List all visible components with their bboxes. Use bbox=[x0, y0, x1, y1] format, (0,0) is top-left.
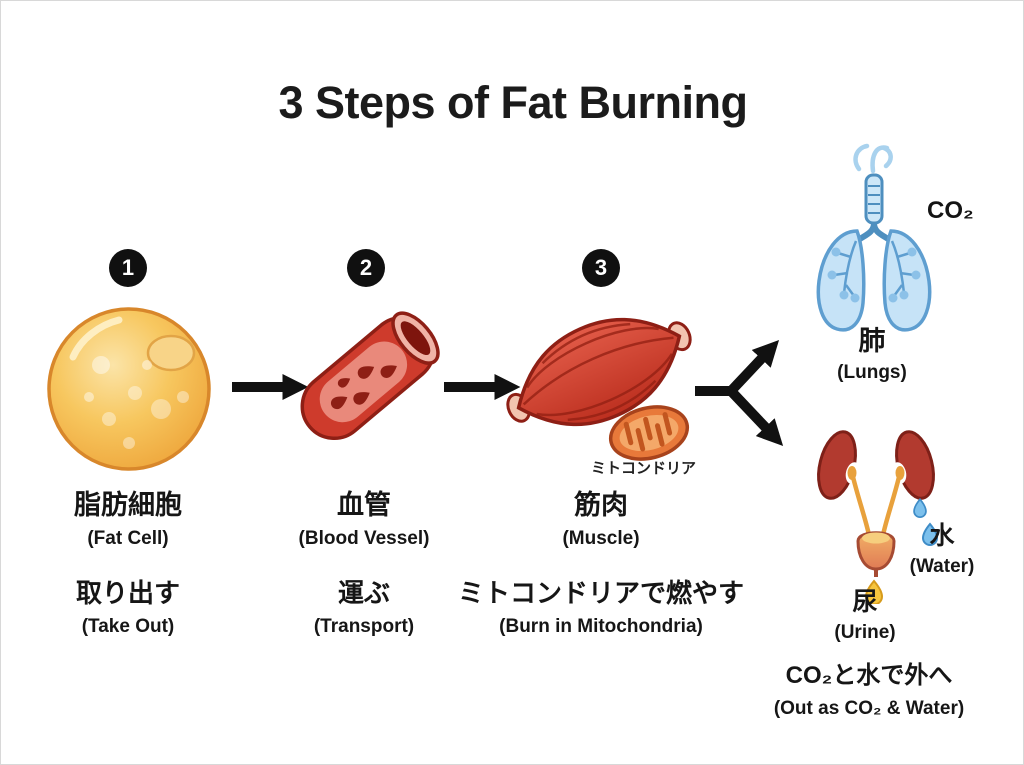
step-1-name-en: (Fat Cell) bbox=[87, 528, 169, 549]
fat-cell-illustration bbox=[43, 301, 215, 473]
water-label-en: (Water) bbox=[909, 556, 975, 577]
mitochondria-label: ミトコンドリア bbox=[590, 460, 696, 477]
step-2-name-en: (Blood Vessel) bbox=[298, 528, 430, 549]
step-2-action-en: (Transport) bbox=[313, 616, 415, 637]
water-label-jp: 水 bbox=[929, 522, 955, 550]
urine-label-jp: 尿 bbox=[852, 588, 878, 616]
arrow-step1-to-step2 bbox=[227, 369, 317, 405]
urine-drop-icon bbox=[864, 579, 884, 604]
step-3-action-en: (Burn in Mitochondria) bbox=[499, 616, 703, 637]
arrow-branch-to-outputs bbox=[689, 313, 814, 463]
lungs-label-en: (Lungs) bbox=[837, 362, 907, 383]
water-drops-icon bbox=[913, 498, 939, 546]
lungs-label-jp: 肺 bbox=[858, 326, 886, 356]
step-3-name-jp: 筋肉 bbox=[574, 490, 628, 520]
step-3-name-en: (Muscle) bbox=[562, 528, 640, 549]
lungs-illustration bbox=[799, 143, 949, 338]
step-1-badge: 1 bbox=[109, 249, 147, 287]
step-1-action-en: (Take Out) bbox=[81, 616, 175, 637]
blood-vessel-illustration bbox=[284, 294, 452, 462]
step-1-action-jp: 取り出す bbox=[75, 578, 180, 608]
step-1-name-jp: 脂肪細胞 bbox=[74, 490, 182, 520]
summary-label-jp: CO₂と水で外へ bbox=[785, 662, 953, 689]
page-title: 3 Steps of Fat Burning bbox=[278, 77, 748, 128]
step-2-number: 2 bbox=[359, 255, 373, 280]
summary-label-en: (Out as CO₂ & Water) bbox=[773, 698, 965, 719]
step-3-badge: 3 bbox=[582, 249, 620, 287]
arrow-step2-to-step3 bbox=[439, 369, 529, 405]
step-3-number: 3 bbox=[594, 255, 608, 280]
step-2-badge: 2 bbox=[347, 249, 385, 287]
step-2-action-jp: 運ぶ bbox=[337, 578, 390, 608]
kidneys-bladder-illustration bbox=[801, 419, 951, 604]
muscle-illustration bbox=[499, 287, 714, 477]
urine-label-en: (Urine) bbox=[834, 622, 896, 643]
mitochondria-illustration bbox=[608, 405, 690, 461]
step-2-name-jp: 血管 bbox=[337, 490, 391, 520]
step-3-action-jp: ミトコンドリアで燃やす bbox=[457, 578, 744, 608]
breath-puff-icon bbox=[853, 143, 893, 174]
step-1-number: 1 bbox=[121, 255, 135, 280]
co2-label: CO₂ bbox=[927, 197, 974, 224]
